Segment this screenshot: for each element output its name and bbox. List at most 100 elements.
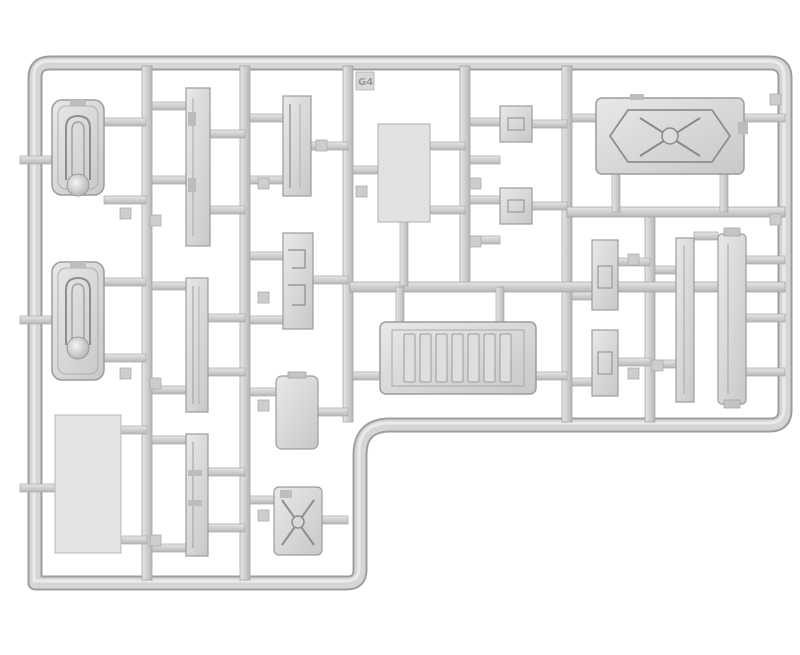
part-tall-rail-2 [717, 227, 747, 409]
gate-stub [312, 275, 349, 285]
part-number-tag [257, 509, 270, 522]
gate-stub [207, 313, 246, 323]
gate-stub [745, 255, 786, 265]
part-long-strip-3 [185, 433, 209, 557]
gate-stub [120, 535, 148, 545]
gate-stub [745, 313, 786, 323]
gate-stub [495, 286, 505, 323]
gate-stub [209, 205, 246, 215]
gate-stub [719, 173, 729, 213]
gate-stub [151, 101, 187, 111]
sprue-letter-label: G4 [358, 77, 373, 88]
box-rib [435, 333, 448, 383]
gate-stub [120, 425, 148, 435]
gate-stub [19, 315, 53, 325]
part-number-tag [651, 359, 664, 372]
parts [51, 87, 748, 557]
part-hinge-bracket-bottom [499, 187, 533, 225]
runner-horizontal [566, 206, 786, 218]
part-tall-rail-1 [675, 237, 695, 403]
part-number-tag [149, 214, 162, 227]
part-number-tags [119, 93, 782, 547]
gate-stub [103, 353, 147, 363]
gate-stub [249, 113, 284, 123]
part-number-tag [769, 93, 782, 106]
part-flat-panel [377, 123, 431, 223]
part-number-tag [469, 177, 482, 190]
part-number-tag [315, 139, 328, 152]
gate-stub [103, 277, 147, 287]
runner-vertical [141, 65, 153, 581]
gate-stub [249, 495, 275, 505]
part-ribbed-box [379, 321, 537, 395]
gate-stub [321, 515, 349, 525]
gate-stub [352, 371, 381, 381]
part-long-strip-1 [185, 87, 211, 247]
part-bracket-strip-middle [282, 232, 314, 330]
box-rib [499, 333, 512, 383]
gate-stub [209, 129, 246, 139]
gate-stub [745, 367, 786, 377]
part-bracket-strip-top [282, 95, 312, 197]
gate-stub [571, 113, 597, 123]
gate-stub [571, 291, 593, 301]
gate-stub [429, 141, 466, 151]
internal-runners [141, 65, 786, 581]
gate-stub [207, 467, 246, 477]
box-rib [451, 333, 464, 383]
part-number-tag [119, 207, 132, 220]
part-number-tag [149, 534, 162, 547]
gate-stub [611, 173, 621, 213]
part-number-tag [627, 253, 640, 266]
gate-stub [19, 155, 53, 165]
outer-frame [27, 55, 793, 591]
part-cross-hatch-panel [595, 94, 748, 175]
part-hatch-door-middle [51, 261, 105, 381]
gate-stub [469, 117, 501, 127]
part-number-tag [627, 367, 640, 380]
box-rib [483, 333, 496, 383]
gate-stub [469, 155, 501, 165]
gate-stub [654, 265, 677, 275]
box-ribs [403, 333, 512, 383]
gate-stub [535, 371, 568, 381]
part-number-tag [149, 377, 162, 390]
runner-vertical [239, 65, 251, 581]
gate-stub [395, 286, 405, 323]
gate-stub [103, 195, 147, 205]
part-number-tag [119, 367, 132, 380]
part-number-tag [469, 235, 482, 248]
part-jerrycan [273, 486, 323, 556]
runner-vertical [342, 65, 354, 423]
gate-stubs [19, 101, 786, 553]
gate-stub [531, 201, 568, 211]
gate-stub [743, 113, 786, 123]
gate-stub [207, 367, 246, 377]
gate-stub [317, 407, 349, 417]
gate-stub [429, 205, 466, 215]
part-clip-upper [591, 239, 619, 311]
gate-stub [151, 175, 187, 185]
gate-stub [207, 523, 246, 533]
gate-stub [352, 165, 379, 175]
gate-stub [469, 195, 501, 205]
gate-stub [693, 231, 719, 241]
box-rib [419, 333, 432, 383]
gate-stub [151, 281, 187, 291]
part-number-tag [257, 291, 270, 304]
part-number-tag [355, 185, 368, 198]
gate-stub [103, 117, 147, 127]
frame-label: G4 [355, 71, 375, 91]
box-rib [403, 333, 416, 383]
part-clip-lower [591, 329, 619, 397]
gate-stub [571, 377, 593, 387]
part-small-box [275, 371, 319, 450]
gate-stub [617, 357, 651, 367]
runner-vertical [459, 65, 471, 285]
runner-vertical [561, 65, 573, 423]
runner-vertical [644, 209, 656, 423]
gate-stub [531, 119, 568, 129]
part-hatch-door-top [51, 99, 105, 197]
